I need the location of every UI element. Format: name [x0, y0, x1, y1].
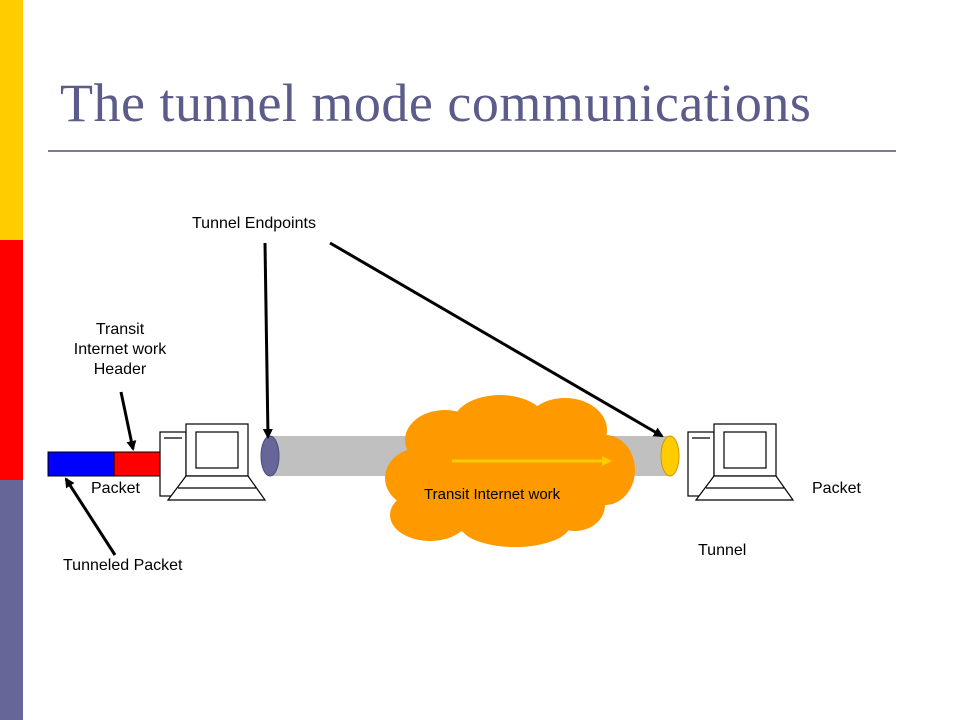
tunnel-endpoints-label: Tunnel Endpoints [192, 215, 316, 232]
endpoint-arrow-left [262, 242, 273, 439]
tunneled-packet-arrow [64, 477, 117, 556]
transit-header-line3: Header [93, 361, 147, 378]
slide-title: The tunnel mode communications [60, 73, 812, 133]
transit-internetwork-label: Transit Internet work [424, 486, 561, 503]
tunnel-label: Tunnel [698, 542, 747, 559]
left-tunnel-endpoint [260, 435, 280, 477]
computer-icon-right [687, 423, 795, 501]
computer-icon-left [159, 423, 267, 501]
packet-label-right: Packet [812, 480, 861, 497]
right-tunnel-endpoint [660, 435, 680, 477]
payload-segment [47, 451, 115, 477]
transit-header-label: Transit Internet work Header [50, 320, 190, 380]
transit-header-line1: Transit [95, 321, 145, 338]
packet-label-left: Packet [91, 480, 140, 497]
title-underline [48, 150, 896, 152]
tunneled-packet-label: Tunneled Packet [63, 557, 183, 574]
endpoint-arrow-right [329, 241, 664, 438]
header-segment [113, 451, 161, 477]
header-arrow [119, 391, 137, 451]
accent-bar-blue [0, 480, 23, 720]
accent-bar-yellow [0, 0, 23, 240]
transit-header-line2: Internet work [73, 341, 167, 358]
accent-bar-red [0, 240, 23, 480]
transit-internetwork-cloud [385, 395, 635, 547]
